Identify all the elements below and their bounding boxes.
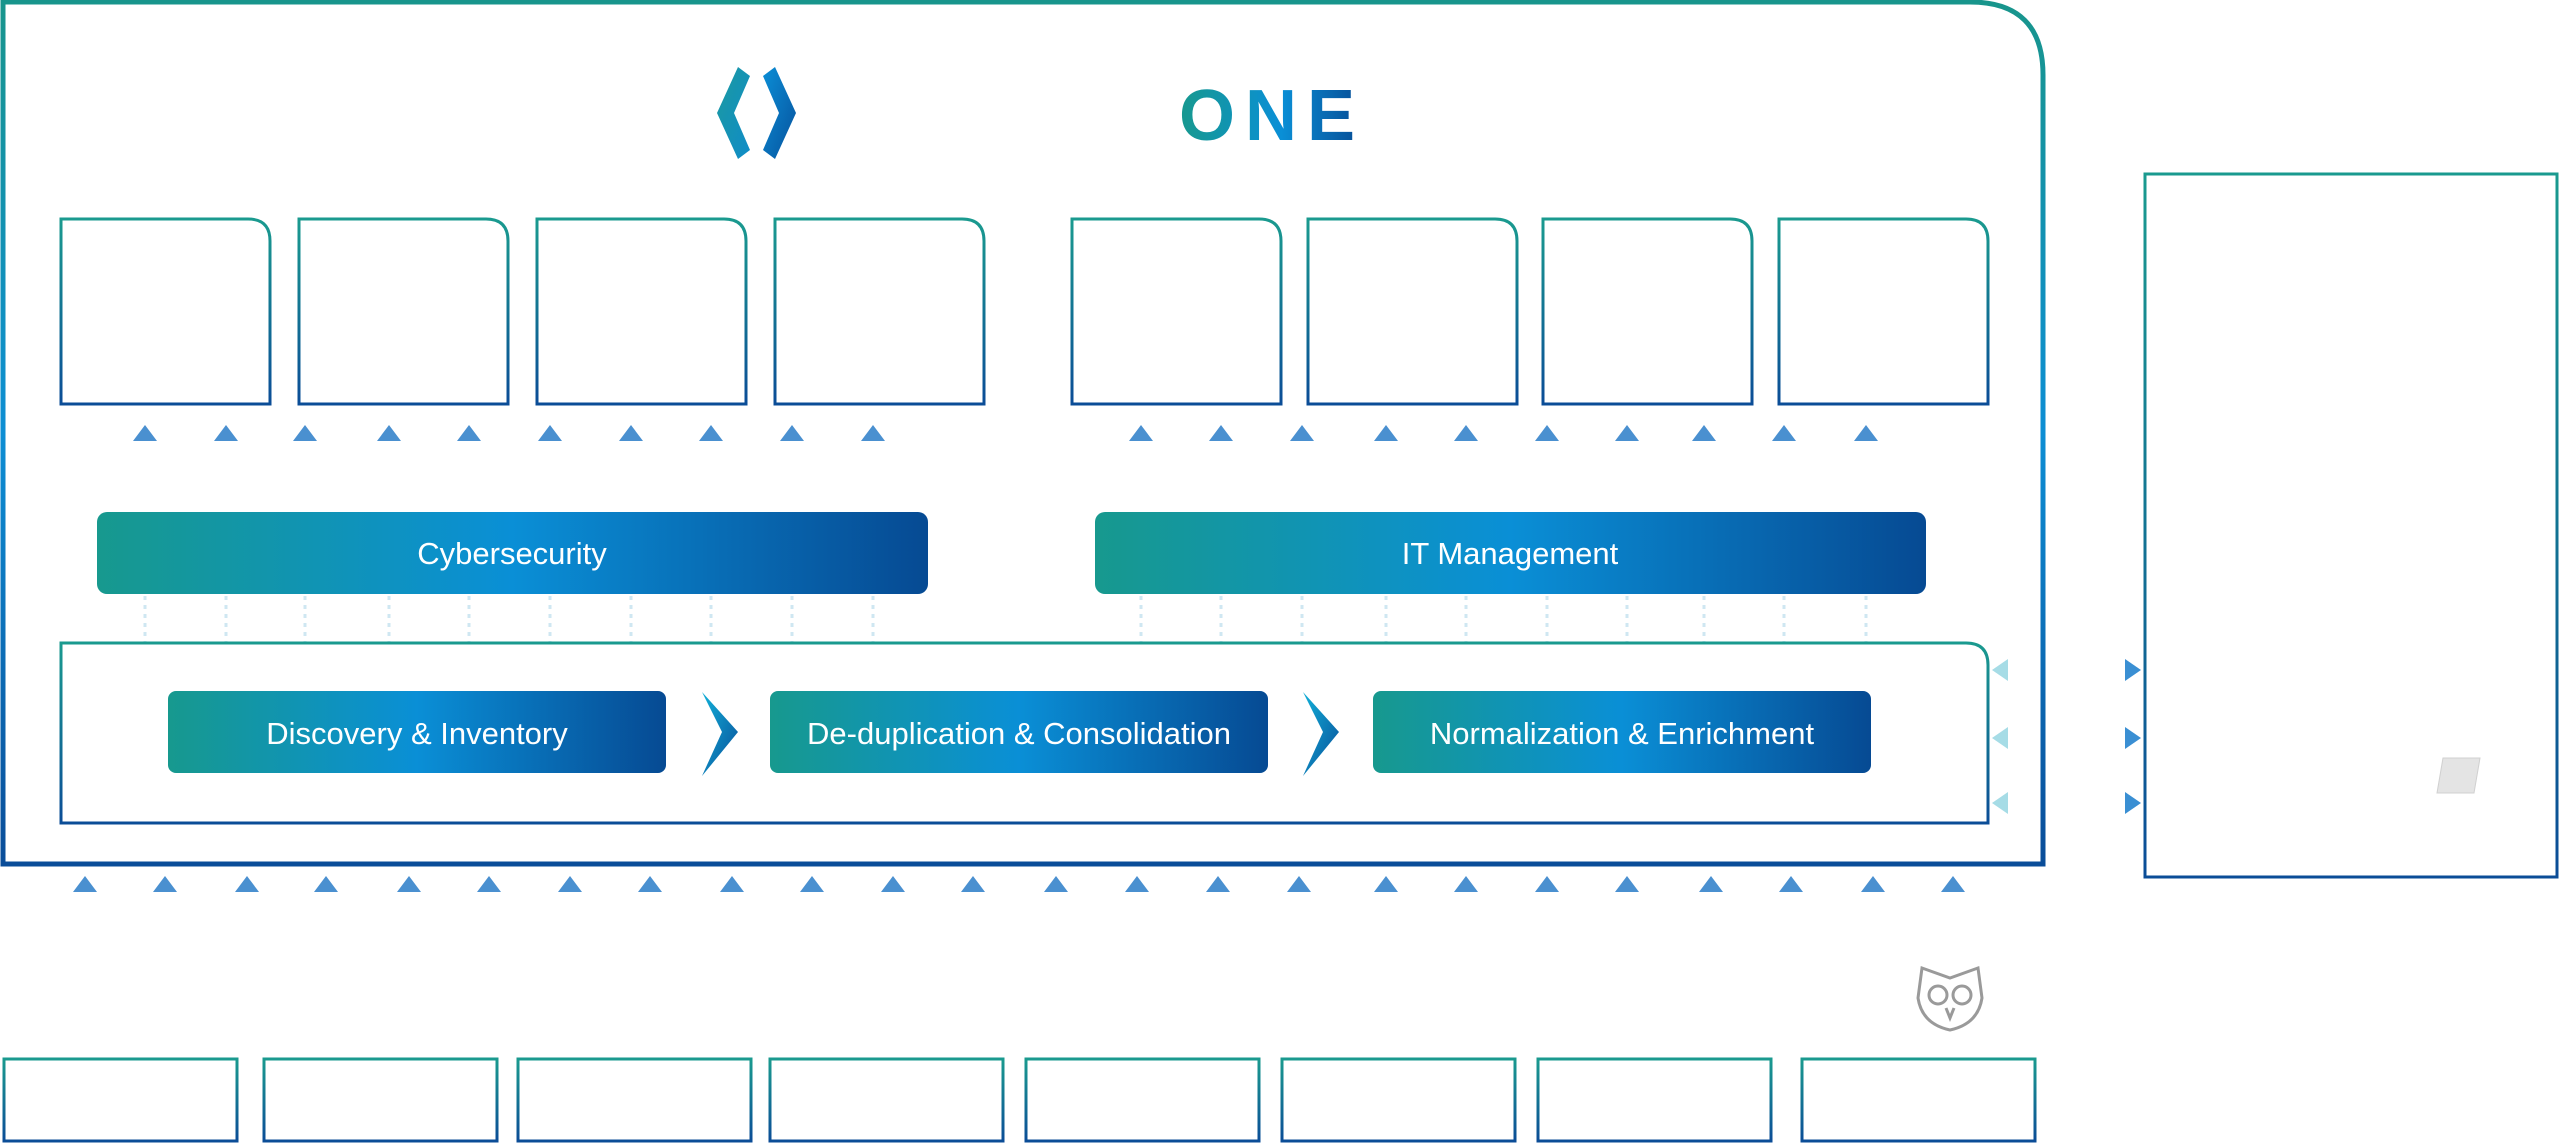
up-arrow (73, 876, 97, 1090)
band-it-management: IT Management (1095, 512, 1926, 594)
step-label: Normalization & Enrichment (1430, 716, 1815, 751)
bidirectional-arrow (1992, 659, 2141, 681)
up-arrow (861, 425, 885, 512)
up-arrow (477, 876, 501, 1090)
brand-name: ONE (1179, 76, 1365, 156)
source-box (1536, 1057, 1773, 1143)
external-panel (2143, 172, 2559, 879)
bidirectional-arrow (1992, 727, 2141, 749)
up-arrow (1615, 425, 1639, 512)
up-arrow (1779, 876, 1803, 1090)
step-label: Discovery & Inventory (266, 716, 568, 751)
source-box (1800, 1057, 2037, 1143)
band-cybersecurity: Cybersecurity (97, 512, 928, 594)
up-arrow (800, 876, 824, 1090)
app-box (1070, 217, 1283, 406)
up-arrow (881, 876, 905, 1090)
up-arrow (1692, 425, 1716, 512)
up-arrow (699, 425, 723, 512)
upper-arrows (133, 425, 1878, 512)
up-arrow (1535, 425, 1559, 512)
app-box (1777, 217, 1990, 406)
up-arrow (1206, 876, 1230, 1090)
up-arrow (133, 425, 157, 512)
owl-logo-icon (1916, 965, 1984, 1032)
up-arrow (1861, 876, 1885, 1090)
up-arrow (1290, 425, 1314, 512)
up-arrow (1209, 425, 1233, 512)
source-box (768, 1057, 1005, 1143)
step-deduplication-consolidation: De-duplication & Consolidation (770, 691, 1268, 773)
chevron-brackets-icon (717, 67, 796, 159)
source-box (262, 1057, 499, 1143)
app-box (59, 217, 272, 406)
up-arrow (293, 425, 317, 512)
up-arrow (377, 425, 401, 512)
source-boxes (2, 1057, 2037, 1143)
source-box (516, 1057, 753, 1143)
up-arrow (1125, 876, 1149, 1090)
up-arrow (153, 876, 177, 1090)
source-box (2, 1057, 239, 1143)
up-arrow (558, 876, 582, 1090)
bidirectional-arrow (1992, 792, 2141, 814)
app-box (297, 217, 510, 406)
up-arrow (638, 876, 662, 1090)
band-label-cybersecurity: Cybersecurity (417, 536, 607, 571)
lower-arrows (73, 876, 1965, 1090)
chevron-right-icon (1303, 692, 1339, 776)
source-box (1280, 1057, 1517, 1143)
platform-container (0, 0, 2046, 867)
up-arrow (1454, 876, 1478, 1090)
up-arrow (1454, 425, 1478, 512)
up-arrow (457, 425, 481, 512)
step-discovery-inventory: Discovery & Inventory (168, 691, 666, 773)
up-arrow (1374, 876, 1398, 1090)
up-arrow (961, 876, 985, 1090)
up-arrow (397, 876, 421, 1090)
up-arrow (1044, 876, 1068, 1090)
up-arrow (619, 425, 643, 512)
step-label: De-duplication & Consolidation (807, 716, 1231, 751)
up-arrow (1535, 876, 1559, 1090)
up-arrow (1287, 876, 1311, 1090)
up-arrow (214, 425, 238, 512)
app-boxes-right (1070, 217, 1990, 406)
up-arrow (538, 425, 562, 512)
up-arrow (1772, 425, 1796, 512)
app-box (773, 217, 986, 406)
app-box (1541, 217, 1754, 406)
up-arrow (235, 876, 259, 1090)
band-label-it-management: IT Management (1402, 536, 1619, 571)
up-arrow (1615, 876, 1639, 1090)
up-arrow (1129, 425, 1153, 512)
small-card-icon (2436, 757, 2481, 794)
app-box (535, 217, 748, 406)
up-arrow (720, 876, 744, 1090)
up-arrow (1699, 876, 1723, 1090)
up-arrow (1374, 425, 1398, 512)
step-normalization-enrichment: Normalization & Enrichment (1373, 691, 1871, 773)
app-box (1306, 217, 1519, 406)
up-arrow (1854, 425, 1878, 512)
up-arrow (314, 876, 338, 1090)
source-box (1024, 1057, 1261, 1143)
app-boxes-left (59, 217, 986, 406)
chevron-right-icon (702, 692, 738, 776)
bidirectional-arrows (1992, 659, 2141, 814)
up-arrow (780, 425, 804, 512)
